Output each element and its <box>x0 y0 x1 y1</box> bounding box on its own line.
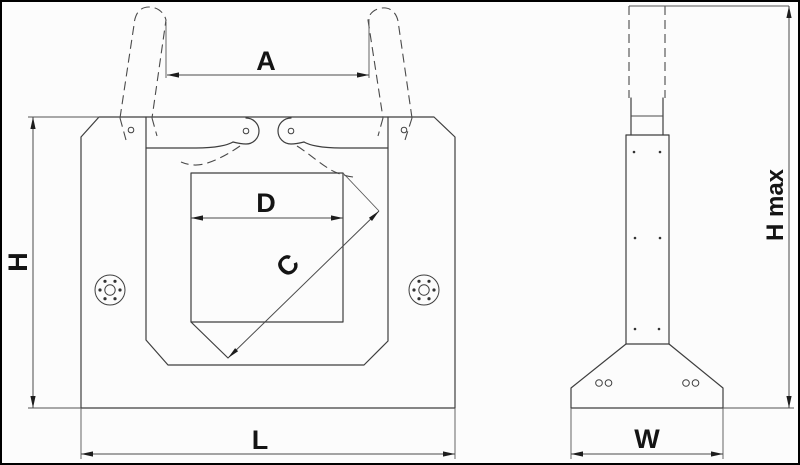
right-lever-outline <box>303 141 389 149</box>
dim-label-L: L <box>252 425 269 455</box>
dimension-L: L <box>80 408 456 459</box>
dimension-D: D <box>191 188 343 221</box>
dim-label-W: W <box>634 424 660 454</box>
arrowhead <box>30 396 36 408</box>
arrowhead <box>167 72 179 78</box>
pivot-hole <box>287 127 295 135</box>
arrowhead <box>571 451 583 457</box>
dimension-H: H <box>3 116 99 409</box>
left-lever-cap <box>232 117 260 145</box>
side-handle-neck <box>630 97 664 136</box>
dim-label-H-max: H max <box>762 168 789 241</box>
pivot-hole <box>127 126 135 134</box>
arrowhead <box>30 117 36 129</box>
arrowhead <box>357 72 369 78</box>
base-hole <box>682 379 690 387</box>
dim-label-C: C <box>270 248 305 283</box>
arrowhead <box>368 211 379 221</box>
arrowhead <box>81 451 93 457</box>
arrowhead <box>786 396 792 408</box>
side-view <box>570 6 724 409</box>
arrowhead <box>191 215 203 221</box>
right-cam-phantom-curve <box>296 145 354 178</box>
profile-rectangle <box>190 172 344 323</box>
arrowhead <box>443 451 455 457</box>
pivot-hole <box>242 127 250 135</box>
pivot-hole <box>400 126 408 134</box>
left-handle-phantom <box>119 6 167 141</box>
base-hole <box>604 379 613 387</box>
left-lever-outline <box>145 141 234 149</box>
dimension-H-max: H max <box>629 5 794 409</box>
right-handle-phantom <box>367 7 413 141</box>
dim-label-H: H <box>3 252 33 272</box>
side-base <box>570 343 724 409</box>
dimension-W: W <box>570 408 724 459</box>
dimension-A: A <box>165 19 370 78</box>
arrowhead <box>786 6 792 18</box>
arrowhead <box>711 451 723 457</box>
v-notch-left-side <box>190 321 229 359</box>
base-hole <box>595 379 603 387</box>
dim-label-A: A <box>256 46 276 76</box>
left-cam-phantom-curve <box>180 145 241 166</box>
left-flange <box>94 274 126 306</box>
front-cutout-outline <box>145 116 389 366</box>
right-flange <box>408 274 440 306</box>
dimension-C: C <box>227 172 380 359</box>
right-lever-cap <box>277 117 305 145</box>
arrowhead <box>228 348 239 358</box>
front-body-outline <box>80 116 456 409</box>
base-hole <box>691 379 700 387</box>
side-column <box>625 134 670 345</box>
dim-label-D: D <box>256 188 276 218</box>
arrowhead <box>331 215 343 221</box>
